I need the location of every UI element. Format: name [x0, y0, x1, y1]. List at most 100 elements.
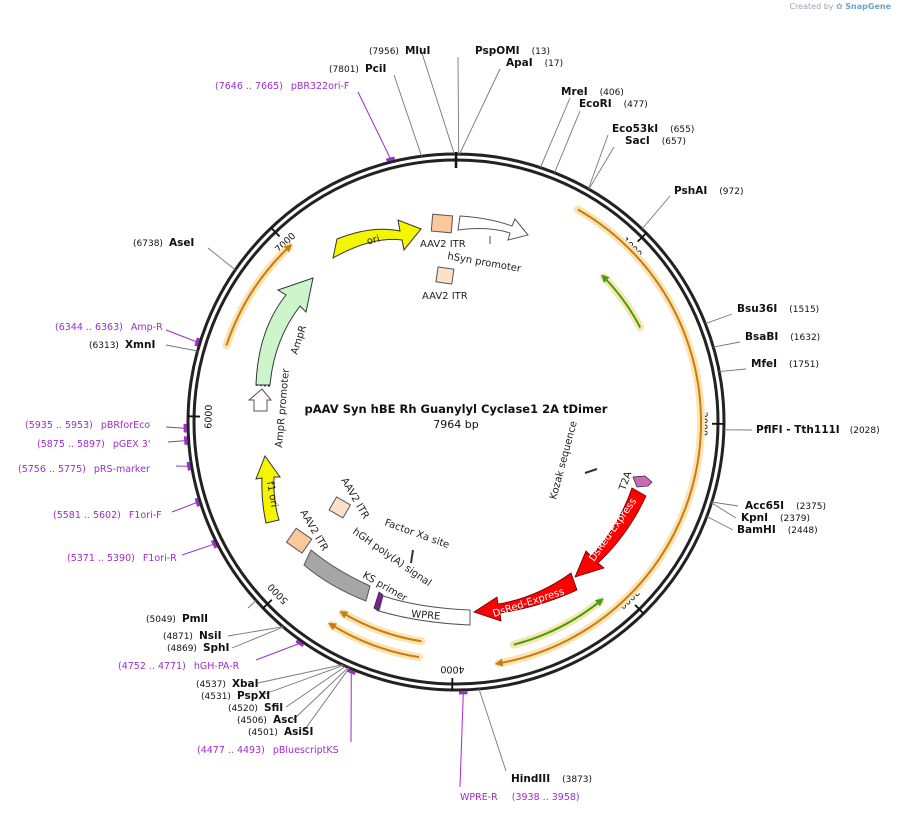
site-pos: (17) [545, 59, 563, 69]
site-connector [539, 97, 571, 168]
feature-ampr-promoter[interactable] [247, 388, 273, 412]
orf-arc-green-lower[interactable] [513, 598, 604, 646]
primer-connector [165, 329, 198, 343]
orf-arc-lower-inner[interactable] [339, 610, 422, 643]
primer-label-pbrforeco[interactable]: (5935 .. 5953)pBRforEco [25, 420, 150, 431]
site-label-pspxi[interactable]: (4531)PspXI [201, 690, 270, 702]
primer-name: WPRE-R [460, 792, 498, 803]
orf-arc-main[interactable] [494, 208, 703, 667]
site-label-acc65i[interactable]: Acc65I(2375) [745, 500, 826, 512]
site-label-eco53ki[interactable]: Eco53kI (655) [612, 123, 694, 135]
feature-ori[interactable] [332, 219, 422, 259]
feature-label-factor-xa-site: Factor Xa site [383, 517, 451, 551]
primer-label-wpre-r[interactable]: WPRE-R (3938 .. 3958) [460, 792, 580, 803]
primer-range: (4752 .. 4771) [118, 661, 186, 672]
site-label-asei[interactable]: (6738)AseI [133, 237, 194, 249]
site-pos: (1751) [789, 360, 819, 370]
primer-label-pgex-3[interactable]: (5875 .. 5897)pGEX 3' [37, 439, 150, 450]
feature-f1-ori[interactable] [255, 454, 281, 524]
site-label-bsabi[interactable]: BsaBI(1632) [745, 331, 820, 343]
primer-label-f1ori-f[interactable]: (5581 .. 5602)F1ori-F [53, 510, 162, 521]
connector-layer [165, 46, 753, 788]
feature-t2a[interactable] [632, 475, 653, 488]
feature-ks-primer[interactable] [373, 591, 384, 612]
orf-arc-green-upper[interactable] [601, 274, 642, 328]
site-label-kpni[interactable]: KpnI(2379) [741, 512, 810, 524]
site-pos: (4520) [228, 704, 258, 714]
site-label-asisi[interactable]: (4501)AsiSI [248, 726, 313, 738]
primer-connector [459, 692, 464, 788]
site-connector [257, 664, 343, 684]
feature-dsred-express-upper[interactable] [574, 487, 647, 578]
restriction-sites: (7956)MluI PspOMI(13) ApaI(17) (7801)Pci… [89, 45, 880, 785]
site-name: PmlI [182, 613, 208, 625]
site-label-xmni[interactable]: (6313)XmnI [89, 339, 155, 351]
primer-connector [165, 426, 186, 429]
feature-aav2-itr-inner-bottom[interactable] [328, 496, 352, 519]
feature-label-dsred-express-upper: DsRed-Express [587, 496, 639, 563]
site-label-nsii[interactable]: (4871)NsiI [163, 630, 221, 642]
site-label-pshai[interactable]: PshAI(972) [674, 185, 743, 197]
feature-aav2-itr-inner-top[interactable] [435, 266, 455, 285]
feature-kozak-sequence[interactable] [584, 468, 598, 474]
watermark-brand: SnapGene [845, 2, 891, 11]
primer-label-amp-r[interactable]: (6344 .. 6363) Amp-R [55, 322, 163, 333]
primer-range: (3938 .. 3958) [512, 792, 580, 803]
site-connector [165, 344, 198, 352]
site-label-mfei[interactable]: MfeI(1751) [751, 358, 819, 370]
site-name: KpnI [741, 512, 768, 524]
orf-arc-left[interactable] [225, 243, 293, 346]
site-pos: (4869) [167, 644, 197, 654]
primer-label-prs-marker[interactable]: (5756 .. 5775)pRS-marker [18, 464, 150, 475]
feature-hsyn-promoter[interactable] [457, 215, 529, 241]
feature-factor-xa-site[interactable] [410, 549, 414, 564]
orf-arc-lower-outer[interactable] [328, 622, 420, 659]
feature-hgh-polya-signal[interactable] [303, 549, 371, 602]
site-label-hindiii[interactable]: HindIII(3873) [511, 773, 592, 785]
site-pos: (2375) [796, 502, 826, 512]
primer-range: (4477 .. 4493) [197, 745, 265, 756]
site-label-pflfi-tth111i[interactable]: PflFI - Tth111I(2028) [756, 424, 880, 436]
primer-range: (5581 .. 5602) [53, 510, 121, 521]
site-name: Eco53kI [612, 123, 658, 135]
primer-name: pBRforEco [101, 420, 150, 431]
primer-label-pbr322ori-f[interactable]: (7646 .. 7665)pBR322ori-F [215, 81, 349, 92]
primer-name: Amp-R [131, 322, 163, 333]
site-label-bsu36i[interactable]: Bsu36I(1515) [737, 303, 819, 315]
site-label-bamhi[interactable]: BamHI(2448) [737, 524, 818, 536]
site-pos: (3873) [562, 775, 592, 785]
primer-connector [357, 91, 392, 160]
site-label-apai[interactable]: ApaI(17) [506, 57, 563, 69]
feature-dsred-express-lower[interactable] [473, 572, 578, 622]
site-name: XmnI [125, 339, 155, 351]
site-label-ecori[interactable]: EcoRI(477) [579, 98, 648, 110]
site-label-pspomi[interactable]: PspOMI(13) [475, 45, 550, 57]
feature-aav2-itr-bottom[interactable] [285, 527, 313, 554]
site-pos: (655) [670, 125, 694, 135]
primer-label-pbluescriptks[interactable]: (4477 .. 4493)pBluescriptKS [197, 745, 339, 756]
site-connector [719, 368, 747, 373]
primer-binding-mark [386, 156, 396, 162]
feature-wpre[interactable] [378, 595, 471, 626]
site-label-pcii[interactable]: (7801)PciI [329, 63, 386, 75]
site-pos: (2028) [850, 426, 880, 436]
site-label-asci[interactable]: (4506)AscI [237, 714, 297, 726]
site-label-sphi[interactable]: (4869)SphI [167, 642, 229, 654]
site-label-sfii[interactable]: (4520)SfiI [228, 702, 283, 714]
site-label-pmli[interactable]: (5049)PmlI [146, 613, 208, 625]
site-label-mrei[interactable]: MreI(406) [561, 86, 624, 98]
primer-range: (6344 .. 6363) [55, 322, 123, 333]
primer-connector [171, 501, 198, 513]
site-label-saci[interactable]: SacI(657) [625, 135, 686, 147]
primer-label-f1ori-r[interactable]: (5371 .. 5390)F1ori-R [67, 553, 177, 564]
site-name: AscI [273, 714, 298, 726]
site-connector [587, 134, 609, 190]
feature-ampr[interactable] [255, 277, 314, 386]
feature-aav2-itr-top[interactable] [430, 213, 454, 234]
primer-label-hgh-pa-r[interactable]: (4752 .. 4771) hGH-PA-R [118, 661, 240, 672]
site-label-xbai[interactable]: (4537)XbaI [196, 678, 259, 690]
orf-arc-green-upper-glow [600, 273, 645, 332]
site-name: AseI [169, 237, 194, 249]
site-label-mlui[interactable]: (7956)MluI [369, 45, 430, 57]
primer-name: hGH-PA-R [194, 661, 240, 672]
